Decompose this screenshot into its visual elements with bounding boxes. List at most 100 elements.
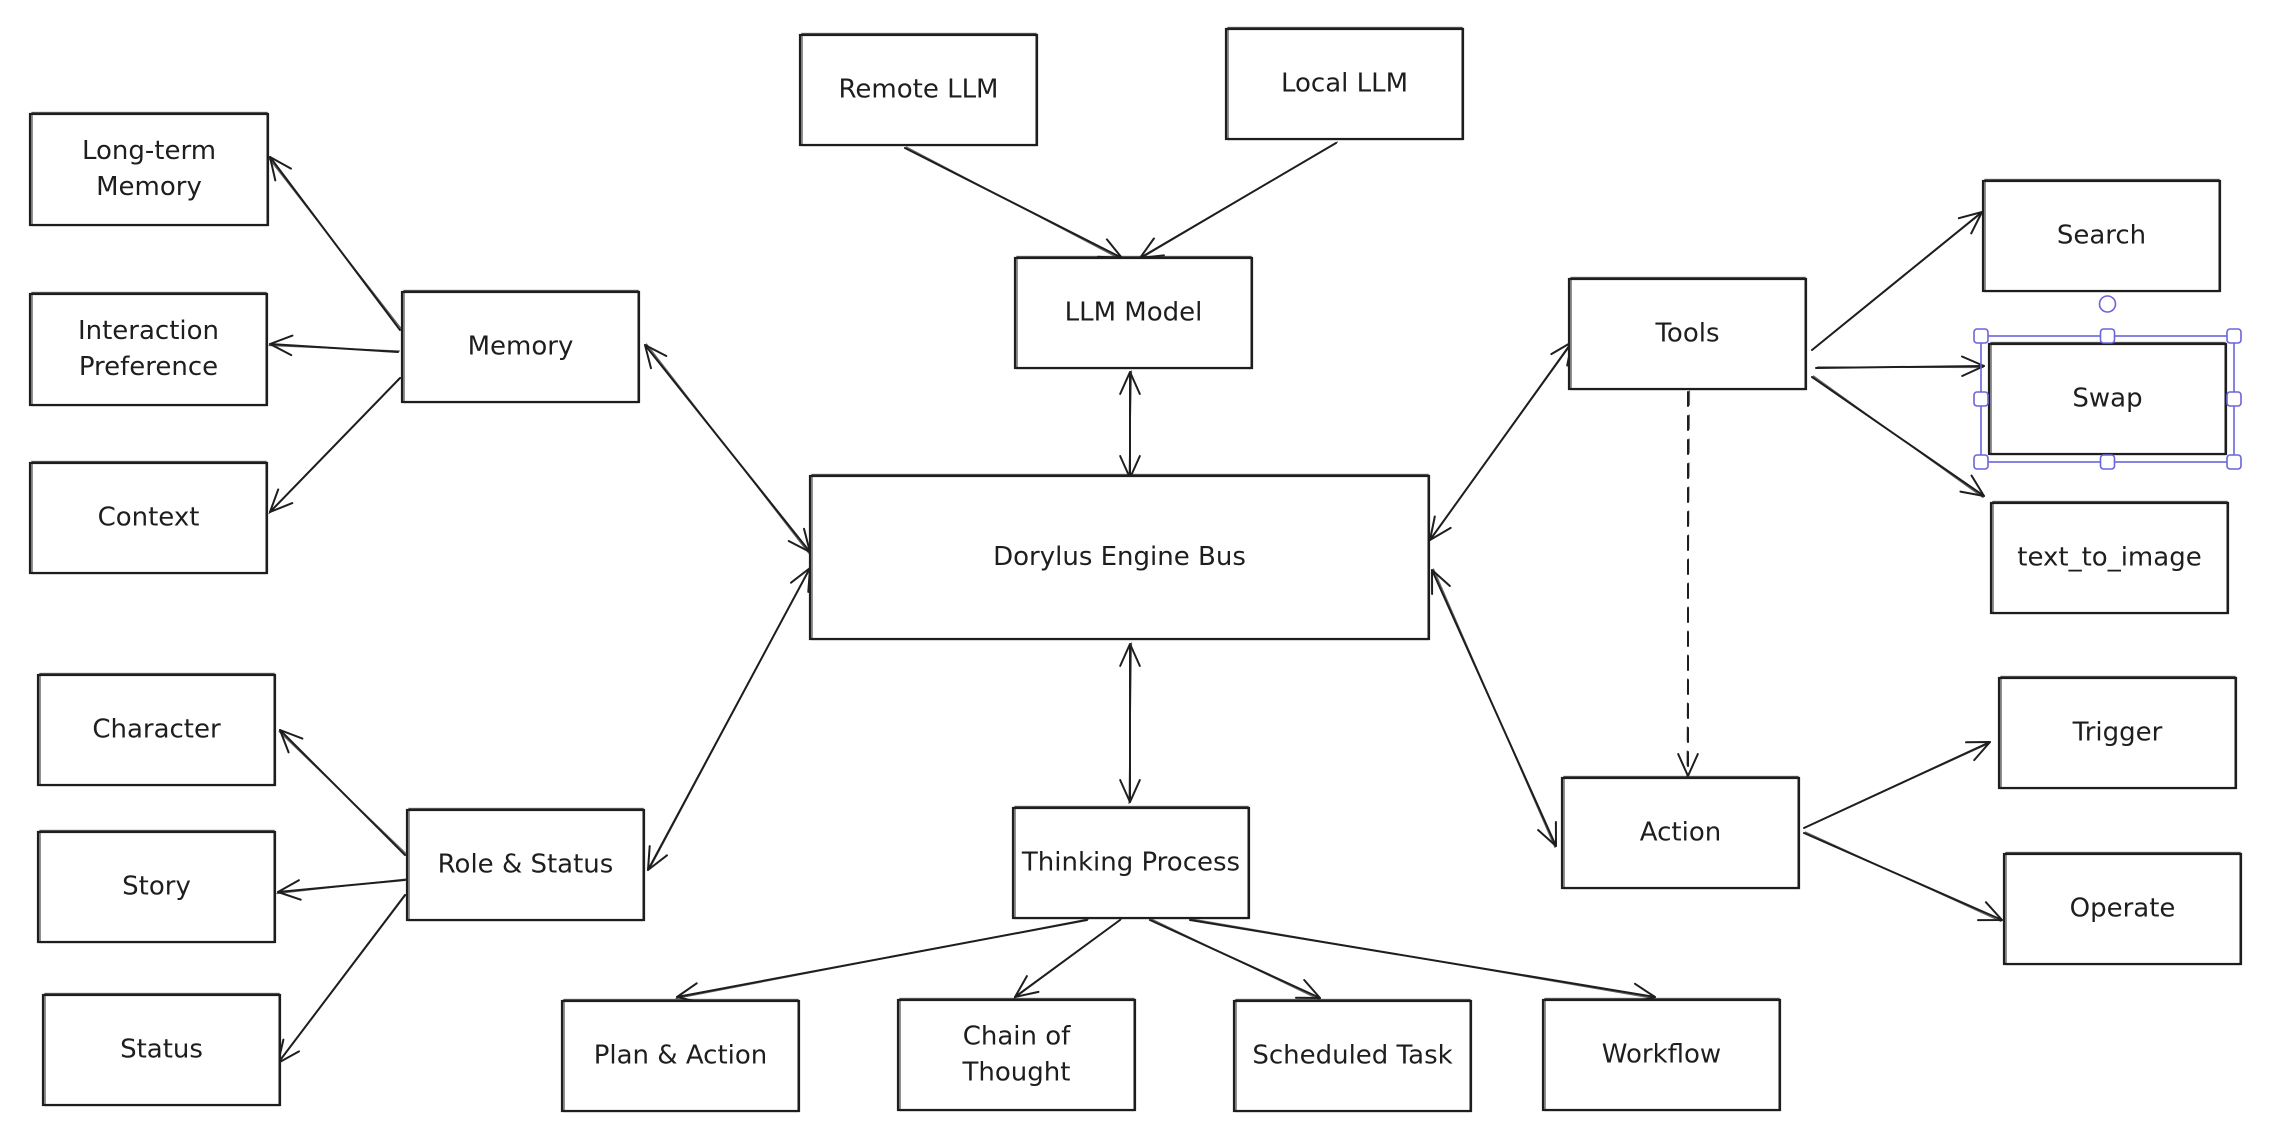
arrowhead-start [1119, 643, 1141, 667]
edge-action-to-trigger[interactable] [1803, 741, 1991, 829]
node-box [808, 474, 1431, 641]
edge-tools-to-action[interactable] [1677, 390, 1699, 779]
edge-thinking-process-to-chain-of-thought[interactable] [1013, 918, 1123, 1000]
edge-thinking-process-to-plan-action[interactable] [675, 918, 1090, 1004]
node-box [1987, 342, 2228, 456]
edge-memory-to-context[interactable] [268, 376, 403, 515]
node-action[interactable]: Action [1560, 775, 1801, 890]
node-memory[interactable]: Memory [400, 289, 641, 404]
resize-handle[interactable] [1973, 328, 1989, 344]
node-local-llm[interactable]: Local LLM [1224, 26, 1465, 141]
node-label: Memory [96, 172, 202, 202]
edge-memory-to-engine-bus[interactable] [644, 343, 811, 555]
node-box-sketch [1016, 255, 1252, 370]
edge-role-status-to-character[interactable] [278, 729, 408, 856]
node-character[interactable]: Character [36, 672, 277, 787]
arrowhead-end [269, 156, 292, 182]
edge-memory-to-long-term-memory[interactable] [268, 156, 403, 331]
edge-thinking-process-to-scheduled-task[interactable] [1149, 918, 1321, 1001]
node-box-sketch [1984, 178, 2220, 293]
node-box [1989, 501, 2230, 615]
edge-engine-bus-to-action[interactable] [1431, 568, 1557, 849]
resize-handle[interactable] [2099, 454, 2116, 470]
node-role-status[interactable]: Role & Status [405, 807, 646, 922]
node-llm-model[interactable]: LLM Model [1013, 255, 1254, 370]
node-label: Local LLM [1281, 69, 1408, 99]
edge-memory-to-interaction-preference[interactable] [268, 334, 401, 357]
edge-line-sketch [905, 146, 1122, 261]
node-label: Swap [2072, 384, 2142, 414]
selection-frame-swap[interactable] [1973, 295, 2242, 470]
resize-handle[interactable] [2226, 391, 2242, 407]
node-workflow[interactable]: Workflow [1541, 997, 1782, 1112]
node-context[interactable]: Context [28, 460, 269, 575]
node-box-sketch [1014, 805, 1249, 920]
resize-handle[interactable] [2226, 454, 2242, 470]
node-tools[interactable]: Tools [1567, 276, 1808, 391]
edge-line-sketch [268, 157, 403, 330]
node-box-sketch [1563, 775, 1799, 890]
edge-tools-to-engine-bus[interactable] [1428, 340, 1575, 543]
node-chain-of-thought[interactable]: Chain of Thought [896, 997, 1137, 1112]
node-label: text_to_image [2017, 543, 2201, 573]
resize-handle[interactable] [1973, 454, 1989, 470]
edge-role-status-to-status[interactable] [276, 893, 408, 1066]
resize-handle[interactable] [2099, 328, 2116, 344]
node-status[interactable]: Status [41, 992, 282, 1107]
node-operate[interactable]: Operate [2002, 851, 2243, 966]
edge-line-sketch [276, 893, 408, 1066]
edge-remote-llm-to-llm-model[interactable] [904, 146, 1123, 261]
node-scheduled-task[interactable]: Scheduled Task [1232, 998, 1473, 1113]
arrowhead-end [277, 879, 302, 901]
node-label: Chain of [963, 1022, 1071, 1052]
edge-tools-to-swap[interactable] [1815, 355, 1985, 377]
node-label: Character [92, 715, 221, 745]
node-box-sketch [403, 289, 639, 404]
node-box-sketch [2005, 851, 2241, 966]
node-story[interactable]: Story [36, 829, 277, 944]
node-box [1541, 998, 1782, 1112]
edge-role-status-to-story[interactable] [276, 878, 408, 901]
node-search[interactable]: Search [1981, 178, 2222, 293]
node-plan-action[interactable]: Plan & Action [560, 998, 801, 1113]
node-box-sketch [1570, 276, 1806, 391]
edge-line-sketch [268, 376, 403, 515]
selection-layer [1973, 295, 2242, 470]
rotate-handle[interactable] [2098, 295, 2117, 313]
edge-line-sketch [1812, 375, 1984, 499]
arrowhead-end [279, 729, 304, 754]
edge-action-to-operate[interactable] [1803, 831, 2003, 923]
node-swap[interactable]: Swap [1987, 341, 2228, 456]
edge-line-sketch [1013, 918, 1123, 1000]
node-label: Search [2057, 221, 2146, 251]
node-engine-bus[interactable]: Dorylus Engine Bus [808, 473, 1431, 641]
node-label: Thinking Process [1021, 848, 1240, 878]
node-label: Action [1640, 818, 1721, 848]
edge-tools-to-search[interactable] [1811, 211, 1983, 351]
edge-role-status-to-engine-bus[interactable] [647, 567, 811, 871]
node-label: Thought [962, 1058, 1071, 1088]
edge-local-llm-to-llm-model[interactable] [1138, 141, 1339, 261]
node-trigger[interactable]: Trigger [1997, 675, 2238, 790]
node-label: Trigger [2072, 718, 2163, 748]
edge-thinking-process-to-workflow[interactable] [1189, 918, 1656, 1005]
node-box-sketch [1227, 26, 1463, 141]
edge-tools-to-text-to-image[interactable] [1811, 375, 1985, 499]
resize-handle[interactable] [1973, 391, 1989, 407]
node-label: Interaction [78, 316, 219, 346]
node-remote-llm[interactable]: Remote LLM [798, 32, 1039, 147]
node-box-sketch [563, 998, 799, 1113]
node-thinking-process[interactable]: Thinking Process [1011, 805, 1251, 920]
node-text-to-image[interactable]: text_to_image [1989, 500, 2230, 615]
node-box-sketch [44, 992, 280, 1107]
edge-line-sketch [1150, 918, 1320, 1001]
node-label: Preference [79, 352, 218, 382]
edge-llm-model-to-engine-bus[interactable] [1119, 370, 1141, 481]
node-box [1232, 999, 1473, 1113]
edge-line-sketch [268, 344, 401, 352]
resize-handle[interactable] [2226, 328, 2242, 344]
edge-engine-bus-to-thinking-process[interactable] [1119, 642, 1141, 805]
